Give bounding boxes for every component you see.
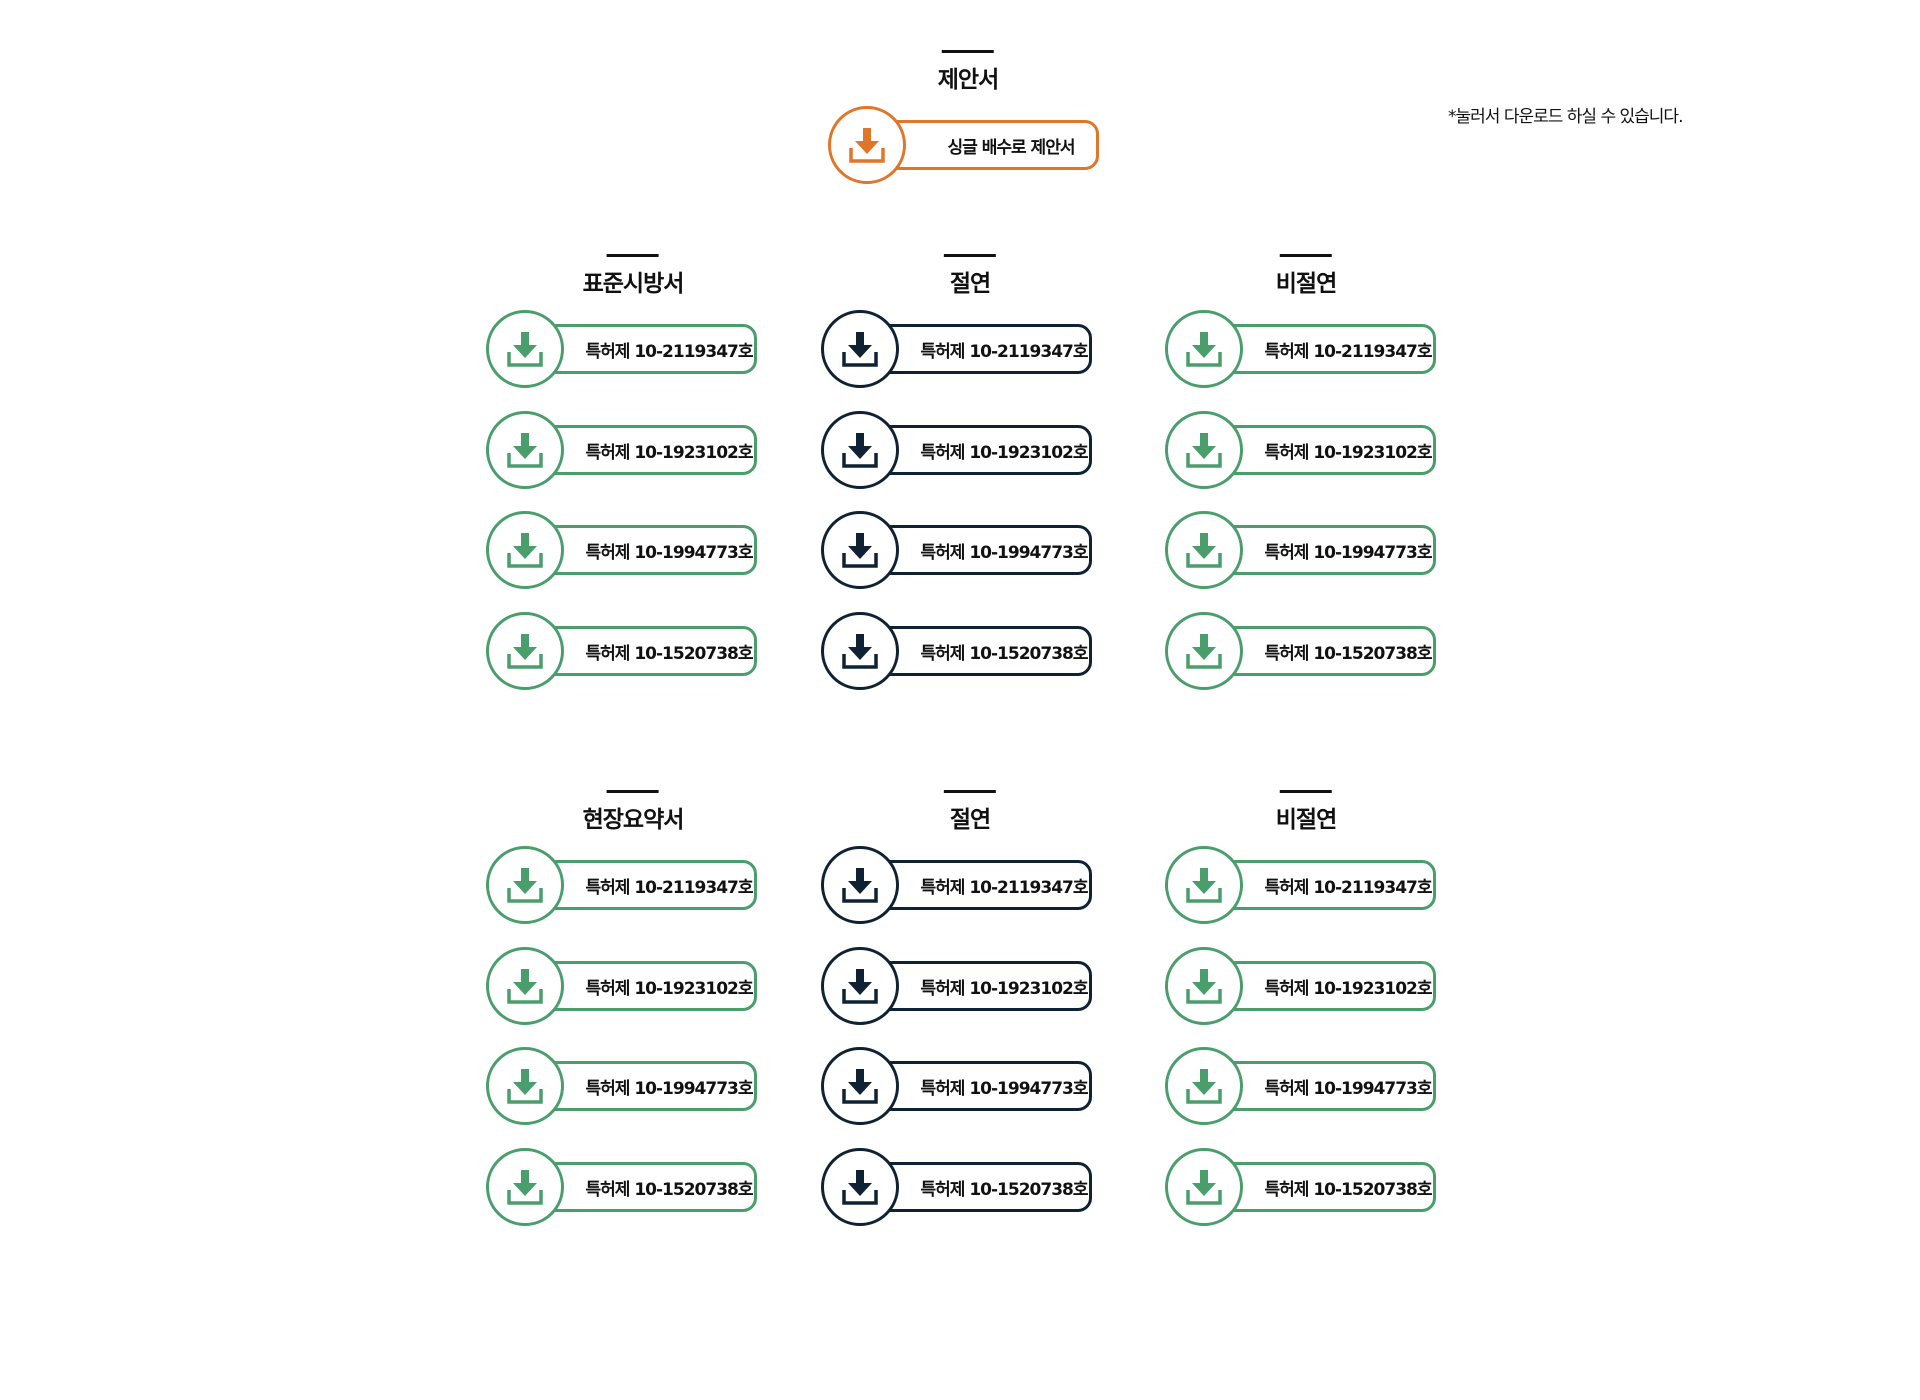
download-tray-icon [821,511,899,589]
patent-download-button[interactable]: 특허제 10-2119347호 [486,844,776,926]
patent-number-label: 특허제 10-1520738호 [585,1179,754,1200]
patent-number-label: 특허제 10-1923102호 [585,442,754,463]
patent-number-label: 특허제 10-1520738호 [920,1179,1089,1200]
download-tray-icon [1165,612,1243,690]
download-tray-icon [821,612,899,690]
patent-download-button[interactable]: 특허제 10-1520738호 [821,610,1111,692]
patent-download-button[interactable]: 특허제 10-1520738호 [486,1146,776,1228]
patent-number-label: 특허제 10-2119347호 [1264,877,1433,898]
download-tray-icon [821,310,899,388]
patent-download-button[interactable]: 특허제 10-1994773호 [821,509,1111,591]
patent-number-label: 특허제 10-1994773호 [1264,542,1433,563]
download-tray-icon [828,106,906,184]
patent-number-label: 특허제 10-1923102호 [1264,442,1433,463]
patent-download-button[interactable]: 특허제 10-1923102호 [486,945,776,1027]
download-tray-icon [1165,1148,1243,1226]
patent-download-button[interactable]: 특허제 10-2119347호 [486,308,776,390]
proposal-title: 제안서 [938,60,999,94]
patent-download-button[interactable]: 특허제 10-1923102호 [821,945,1111,1027]
patent-download-button[interactable]: 특허제 10-2119347호 [1165,844,1455,926]
patent-download-button[interactable]: 특허제 10-1520738호 [1165,1146,1455,1228]
download-tray-icon [486,846,564,924]
patent-download-button[interactable]: 특허제 10-1520738호 [486,610,776,692]
download-tray-icon [1165,846,1243,924]
download-tray-icon [1165,1047,1243,1125]
patent-download-button[interactable]: 특허제 10-1994773호 [1165,509,1455,591]
group1-col1-title: 표준시방서 [583,264,685,298]
patent-download-button[interactable]: 특허제 10-1994773호 [486,1045,776,1127]
download-tray-icon [486,310,564,388]
patent-number-label: 특허제 10-1994773호 [585,542,754,563]
single-drain-proposal-download-button[interactable]: 싱글 배수로 제안서 [828,104,1118,186]
group2-col3-title: 비절연 [1276,800,1337,834]
patent-number-label: 특허제 10-1923102호 [1264,978,1433,999]
download-tray-icon [1165,511,1243,589]
patent-download-button[interactable]: 특허제 10-2119347호 [1165,308,1455,390]
patent-download-button[interactable]: 특허제 10-2119347호 [821,844,1111,926]
group1-col2-title: 절연 [950,264,991,298]
patent-number-label: 특허제 10-2119347호 [585,341,754,362]
patent-number-label: 특허제 10-2119347호 [920,341,1089,362]
patent-number-label: 특허제 10-1520738호 [920,643,1089,664]
download-tray-icon [1165,310,1243,388]
download-tray-icon [821,1148,899,1226]
patent-download-button[interactable]: 특허제 10-1923102호 [1165,409,1455,491]
download-tray-icon [1165,411,1243,489]
download-tray-icon [821,846,899,924]
patent-number-label: 특허제 10-1923102호 [920,978,1089,999]
patent-number-label: 특허제 10-1923102호 [585,978,754,999]
download-tray-icon [486,1047,564,1125]
patent-number-label: 특허제 10-1923102호 [920,442,1089,463]
patent-download-button[interactable]: 특허제 10-2119347호 [821,308,1111,390]
patent-number-label: 특허제 10-1994773호 [920,1078,1089,1099]
group2-col2-title: 절연 [950,800,991,834]
patent-number-label: 특허제 10-2119347호 [920,877,1089,898]
patent-download-button[interactable]: 특허제 10-1994773호 [1165,1045,1455,1127]
patent-number-label: 특허제 10-1994773호 [920,542,1089,563]
patent-download-button[interactable]: 특허제 10-1520738호 [821,1146,1111,1228]
download-tray-icon [821,947,899,1025]
patent-number-label: 특허제 10-2119347호 [585,877,754,898]
download-tray-icon [821,1047,899,1125]
download-tray-icon [821,411,899,489]
group2-col1-title: 현장요약서 [583,800,685,834]
button-label: 싱글 배수로 제안서 [947,137,1076,158]
patent-number-label: 특허제 10-1994773호 [1264,1078,1433,1099]
patent-download-button[interactable]: 특허제 10-1994773호 [821,1045,1111,1127]
download-note: *눌러서 다운로드 하실 수 있습니다. [1448,107,1683,127]
download-tray-icon [486,1148,564,1226]
patent-download-button[interactable]: 특허제 10-1923102호 [821,409,1111,491]
download-tray-icon [1165,947,1243,1025]
download-tray-icon [486,411,564,489]
group1-col3-title: 비절연 [1276,264,1337,298]
download-tray-icon [486,612,564,690]
patent-download-button[interactable]: 특허제 10-1520738호 [1165,610,1455,692]
download-tray-icon [486,947,564,1025]
patent-download-button[interactable]: 특허제 10-1923102호 [1165,945,1455,1027]
download-tray-icon [486,511,564,589]
patent-number-label: 특허제 10-1520738호 [1264,643,1433,664]
patent-number-label: 특허제 10-1994773호 [585,1078,754,1099]
patent-download-button[interactable]: 특허제 10-1994773호 [486,509,776,591]
patent-number-label: 특허제 10-2119347호 [1264,341,1433,362]
patent-download-button[interactable]: 특허제 10-1923102호 [486,409,776,491]
patent-number-label: 특허제 10-1520738호 [585,643,754,664]
patent-number-label: 특허제 10-1520738호 [1264,1179,1433,1200]
